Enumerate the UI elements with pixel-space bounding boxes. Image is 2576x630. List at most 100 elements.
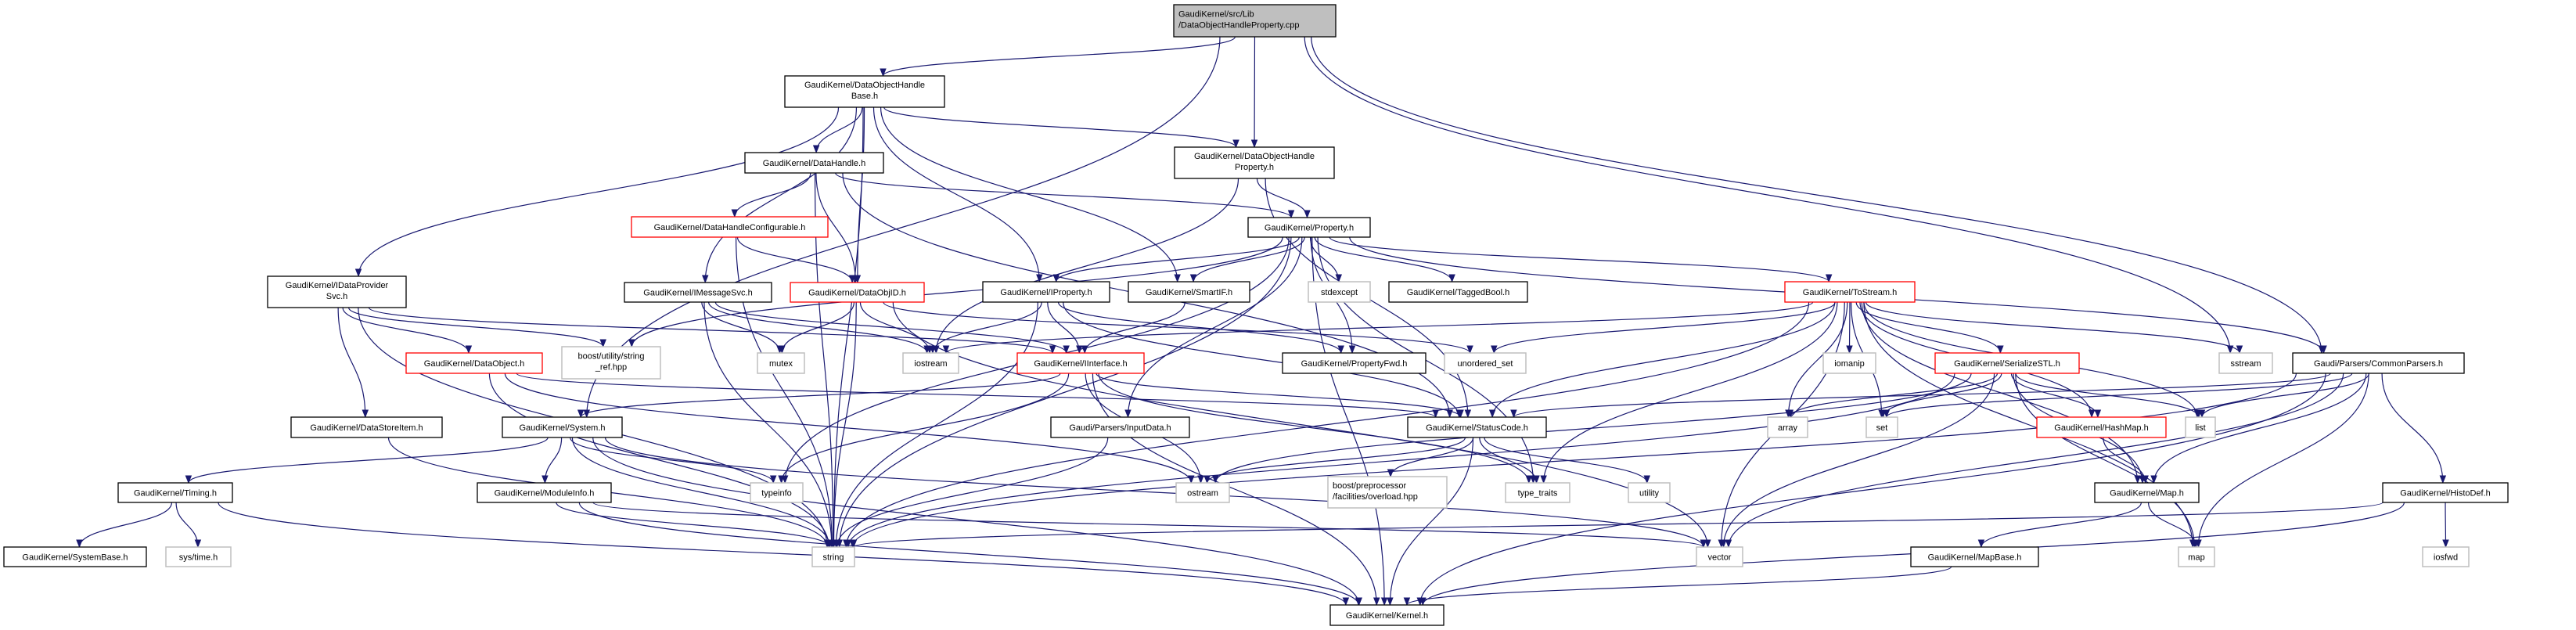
node-box [1016,352,1145,374]
edge-idps-to-datastore [337,307,369,419]
edge-moduleinfo-to-vector [592,502,1707,549]
node-label: sys/time.h [179,553,218,563]
edge-tostream-to-sstream [1865,301,2243,355]
edge-datahandle-to-objid [815,172,859,284]
node-box [811,546,855,567]
node-iprop[interactable]: GaudiKernel/IProperty.h [982,281,1110,303]
edge-inputdata-to-string [833,437,1109,549]
node-datastore[interactable]: GaudiKernel/DataStoreItem.h [290,416,443,438]
node-ostream[interactable]: ostream [1175,482,1230,503]
node-label: Property.h [1235,163,1274,172]
node-smartif[interactable]: GaudiKernel/SmartIF.h [1128,281,1250,303]
node-box [165,546,232,567]
node-histodef[interactable]: GaudiKernel/HistoDef.h [2382,482,2509,503]
edge-serstl-to-array [1786,373,1999,419]
edge-objid-to-string [830,301,857,549]
edge-serstl-to-map [2015,373,2198,549]
node-iostream[interactable]: iostream [902,352,959,374]
node-iosfwd[interactable]: iosfwd [2422,546,2470,567]
node-map[interactable]: map [2178,546,2215,567]
node-label: GaudiKernel/MapBase.h [1928,553,2022,563]
edge-datahandle-to-dhconf [731,172,811,218]
edge-dataobject-to-statuscode [516,373,1439,419]
node-label: set [1876,423,1888,433]
node-label: _ref.hpp [595,363,627,373]
node-tagged[interactable]: GaudiKernel/TaggedBool.h [1388,281,1528,303]
node-kernel[interactable]: GaudiKernel/Kernel.h [1329,604,1445,626]
edge-serstl-to-string [844,373,1955,549]
node-box [2094,482,2200,503]
node-timing[interactable]: GaudiKernel/Timing.h [117,482,233,503]
node-mutex[interactable]: mutex [757,352,805,374]
node-systembase[interactable]: GaudiKernel/SystemBase.h [3,546,147,567]
edge-tostream-to-string [843,301,1810,549]
node-label: list [2195,423,2205,433]
node-label: typeinfo [761,489,792,499]
node-dohprop[interactable]: GaudiKernel/DataObjectHandleProperty.h [1174,146,1335,179]
node-label: GaudiKernel/System.h [519,423,605,433]
node-stdexcept[interactable]: stdexcept [1308,281,1371,303]
edge-property-to-tagged [1314,236,1455,283]
node-label: GaudiKernel/DataHandle.h [763,159,865,168]
node-objid[interactable]: GaudiKernel/DataObjID.h [790,282,925,303]
node-imsg[interactable]: GaudiKernel/IMessageSvc.h [624,282,772,303]
node-dataobject[interactable]: GaudiKernel/DataObject.h [405,352,543,374]
node-hashmap[interactable]: GaudiKernel/HashMap.h [2036,416,2167,438]
node-serstl[interactable]: GaudiKernel/SerializeSTL.h [1934,352,2080,374]
node-root[interactable]: GaudiKernel/src/Lib/DataObjectHandleProp… [1173,4,1337,38]
node-box [982,281,1110,303]
node-box [790,282,925,303]
node-label: GaudiKernel/IInterface.h [1034,359,1127,369]
node-map_h[interactable]: GaudiKernel/Map.h [2094,482,2200,503]
node-tostream[interactable]: GaudiKernel/ToStream.h [1784,281,1916,303]
node-set[interactable]: set [1865,416,1898,438]
edge-root-to-dohbase [880,36,1236,77]
edge-iinterface-to-kernel [1092,373,1380,607]
node-systime[interactable]: sys/time.h [165,546,232,567]
node-dhconf[interactable]: GaudiKernel/DataHandleConfigurable.h [631,216,829,238]
edge-dohbase-to-iprop [872,106,1043,283]
node-box [902,352,959,374]
node-list[interactable]: list [2185,416,2216,438]
node-iomanip[interactable]: iomanip [1822,352,1876,374]
node-box [1444,352,1527,374]
node-boostpp[interactable]: boost/preprocessor/facilities/overload.h… [1327,476,1448,509]
node-typeinfo[interactable]: typeinfo [750,482,804,503]
node-commonp[interactable]: Gaudi/Parsers/CommonParsers.h [2292,352,2465,374]
node-typetraits[interactable]: type_traits [1505,482,1570,503]
node-property[interactable]: GaudiKernel/Property.h [1247,217,1371,238]
node-system[interactable]: GaudiKernel/System.h [502,416,623,438]
node-box [561,346,661,380]
node-string[interactable]: string [811,546,855,567]
node-sstream[interactable]: sstream [2218,352,2273,374]
node-label: GaudiKernel/SystemBase.h [22,553,128,563]
node-mapbase[interactable]: GaudiKernel/MapBase.h [1910,546,2039,567]
edge-tostream-to-iostream [942,301,1814,355]
node-box [502,416,623,438]
node-strref[interactable]: boost/utility/string_ref.hpp [561,346,661,380]
node-statuscode[interactable]: GaudiKernel/StatusCode.h [1407,416,1547,438]
edge-objid-to-uset [883,301,1473,355]
node-label: GaudiKernel/StatusCode.h [1426,423,1528,433]
edge-smartif-to-iinterface [1081,301,1185,355]
node-datahandle[interactable]: GaudiKernel/DataHandle.h [744,152,884,174]
node-propfwd[interactable]: GaudiKernel/PropertyFwd.h [1282,352,1427,374]
node-label: string [823,553,844,563]
node-box [1247,217,1371,238]
node-label: GaudiKernel/TaggedBool.h [1407,288,1509,297]
node-iinterface[interactable]: GaudiKernel/IInterface.h [1016,352,1145,374]
node-box [2185,416,2216,438]
node-box [784,75,945,108]
node-vector[interactable]: vector [1696,546,1743,567]
node-inputdata[interactable]: Gaudi/Parsers/InputData.h [1050,416,1190,438]
node-utility[interactable]: utility [1628,482,1671,503]
edge-moduleinfo-to-string [556,502,833,549]
node-box [2036,416,2167,438]
node-uset[interactable]: unordered_set [1444,352,1527,374]
node-array[interactable]: array [1767,416,1808,438]
edge-iprop-to-string [833,301,1038,549]
node-moduleinfo[interactable]: GaudiKernel/ModuleInfo.h [477,482,612,503]
